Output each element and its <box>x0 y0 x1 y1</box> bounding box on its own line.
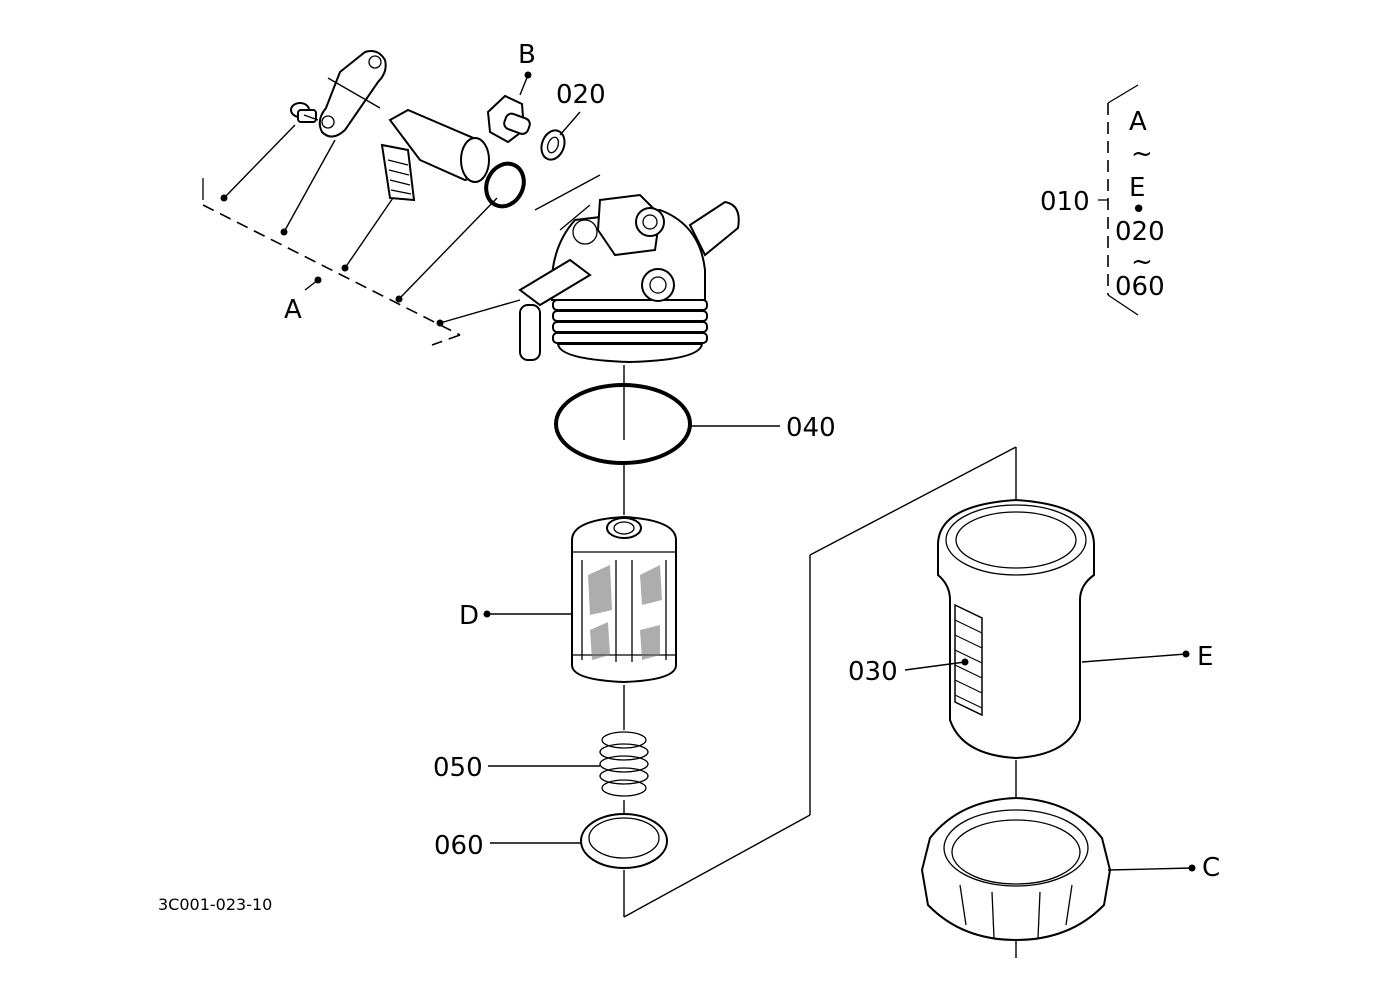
label-e: E <box>1197 642 1213 672</box>
bowl-030-part <box>937 498 1095 760</box>
label-060: 060 <box>434 831 484 861</box>
bolt-part <box>290 102 319 123</box>
label-040: 040 <box>786 413 836 443</box>
label-050: 050 <box>433 753 483 783</box>
assembly-legend-bracket <box>1098 84 1139 316</box>
group-a-boundary <box>202 124 521 346</box>
legend-range1-end: E <box>1129 173 1145 203</box>
spring-050-part <box>599 731 649 797</box>
legend-part-010: 010 <box>1040 187 1090 217</box>
legend-range2-tilde: ~ <box>1131 247 1153 277</box>
label-c: C <box>1202 853 1220 883</box>
o-ring-small-part <box>484 161 526 209</box>
cock-lever-part <box>380 108 490 202</box>
filter-head-part <box>518 174 740 364</box>
washer-020-part <box>540 111 581 161</box>
fitting-b-part <box>486 71 532 144</box>
diagram-code: 3C001-023-10 <box>158 895 272 914</box>
o-ring-040-part <box>554 383 692 465</box>
retaining-nut-c-part <box>920 796 1112 942</box>
legend-range1-start: A <box>1129 107 1147 137</box>
label-d: D <box>459 601 479 631</box>
legend-range1-tilde: ~ <box>1131 139 1153 169</box>
leader-030 <box>904 661 966 671</box>
label-b: B <box>518 40 536 70</box>
leader-e <box>1081 653 1187 663</box>
label-a-group: A <box>284 295 302 325</box>
leader-c <box>1107 867 1193 871</box>
ring-060-part <box>580 813 668 869</box>
legend-range2-end: 060 <box>1115 272 1165 302</box>
filter-element-d-part <box>571 515 677 684</box>
assembly-connector-lines <box>623 446 1017 918</box>
gasket-part <box>318 50 387 138</box>
label-030: 030 <box>848 657 898 687</box>
legend-separator: • <box>1131 195 1146 225</box>
label-020-top: 020 <box>556 80 606 110</box>
legend-range2-start: 020 <box>1115 217 1165 247</box>
